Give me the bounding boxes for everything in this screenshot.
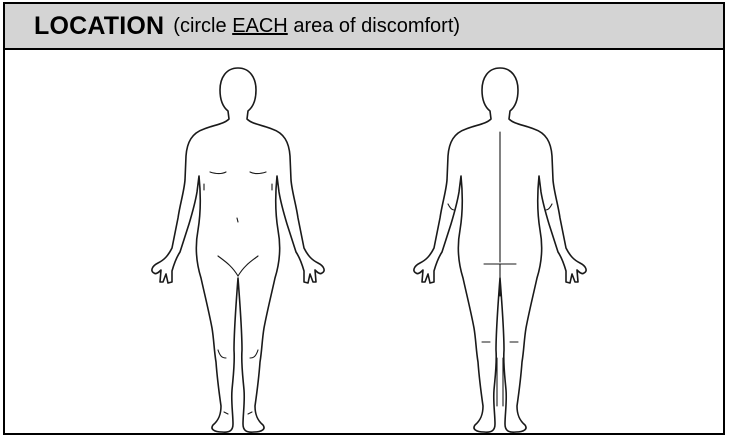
body-back-figure[interactable] <box>400 66 600 438</box>
section-header: LOCATION (circle EACH area of discomfort… <box>5 4 723 50</box>
instruction-open: (circle <box>173 15 232 37</box>
body-diagram-area <box>5 50 723 433</box>
section-title: LOCATION <box>34 12 164 41</box>
body-back-icon <box>400 66 600 438</box>
body-front-figure[interactable] <box>138 66 338 438</box>
instruction-close: area of discomfort) <box>288 15 460 37</box>
body-front-icon <box>138 66 338 438</box>
instruction-emphasis: EACH <box>232 15 288 37</box>
section-instruction: (circle EACH area of discomfort) <box>173 15 460 38</box>
location-section: LOCATION (circle EACH area of discomfort… <box>3 2 725 435</box>
